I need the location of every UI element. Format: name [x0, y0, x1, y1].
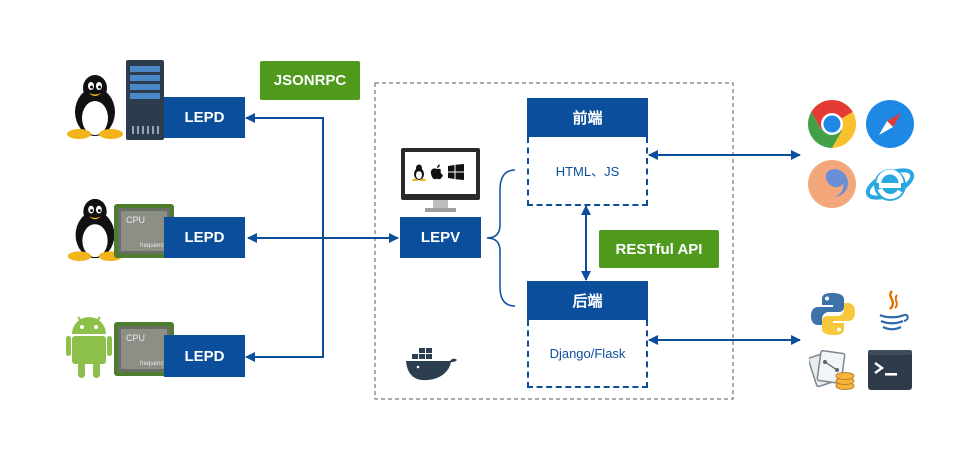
database-icon: [809, 349, 855, 390]
lepd-box-1: LEPD: [164, 97, 245, 138]
backend-header: 后端: [527, 281, 648, 320]
java-icon: [879, 290, 909, 331]
backend-content: Django/Flask: [527, 320, 648, 388]
cpu-chip-icon: CPU frequency: [114, 322, 174, 376]
chrome-icon: [807, 99, 857, 148]
firefox-icon: [808, 160, 856, 208]
linux-penguin-icon: [67, 75, 123, 139]
apple-icon: [430, 164, 443, 180]
lepd-box-2: LEPD: [164, 217, 245, 258]
cpu-chip-sublabel: frequency: [140, 361, 166, 367]
lepv-brace: [486, 169, 516, 307]
monitor-icon: [401, 148, 480, 212]
safari-icon: [866, 100, 914, 148]
restful-api-label: RESTful API: [599, 230, 719, 268]
python-icon: [811, 293, 855, 335]
jsonrpc-label: JSONRPC: [260, 61, 360, 100]
linux-penguin-icon: [67, 198, 123, 262]
frontend-content: HTML、JS: [527, 137, 648, 206]
server-tower-icon: [126, 60, 164, 140]
terminal-icon: [868, 350, 912, 390]
docker-icon: [406, 348, 457, 381]
ie-icon: [865, 168, 915, 201]
lepd-box-3: LEPD: [164, 335, 245, 377]
windows-icon: [448, 164, 464, 180]
cpu-chip-label: CPU: [126, 333, 145, 343]
cpu-chip-icon: CPU frequency: [114, 204, 174, 258]
cpu-chip-sublabel: frequency: [140, 243, 166, 249]
frontend-header: 前端: [527, 98, 648, 137]
android-icon: [66, 316, 112, 378]
linux-icon: [412, 164, 426, 181]
lepv-box: LEPV: [400, 217, 481, 258]
cpu-chip-label: CPU: [126, 215, 145, 225]
